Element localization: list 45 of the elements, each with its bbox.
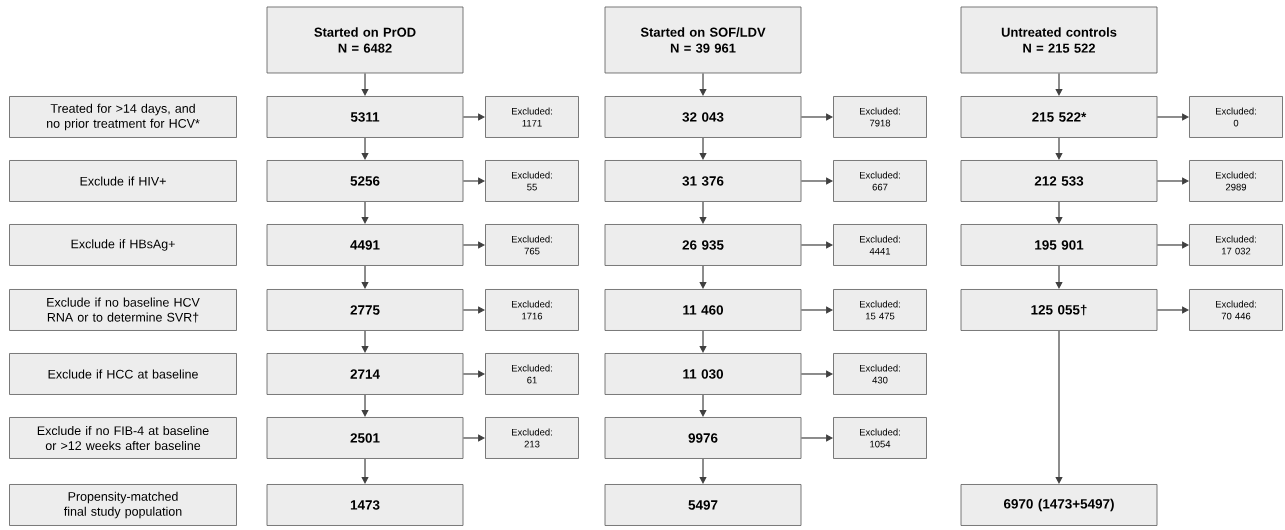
excluded-box: Excluded: 667 <box>833 160 927 202</box>
count-box: 212 533 <box>960 160 1158 202</box>
criterion-box: Exclude if HBsAg+ <box>9 224 237 266</box>
count-box: 2714 <box>266 353 464 395</box>
count-box: 125 055† <box>960 289 1158 331</box>
criterion-box: Treated for >14 days, and no prior treatment for HCV* <box>9 96 237 138</box>
count-box: 32 043 <box>604 96 802 138</box>
count-box: 2501 <box>266 417 464 459</box>
excluded-box: Excluded: 55 <box>485 160 579 202</box>
count-box: 11 460 <box>604 289 802 331</box>
count-box: 5256 <box>266 160 464 202</box>
excluded-box: Excluded: 1716 <box>485 289 579 331</box>
excluded-box: Excluded: 1171 <box>485 96 579 138</box>
excluded-box: Excluded: 17 032 <box>1189 224 1283 266</box>
excluded-box: Excluded: 1054 <box>833 417 927 459</box>
excluded-box: Excluded: 2989 <box>1189 160 1283 202</box>
excluded-box: Excluded: 765 <box>485 224 579 266</box>
criterion-box: Exclude if HIV+ <box>9 160 237 202</box>
count-box: 195 901 <box>960 224 1158 266</box>
count-box: 2775 <box>266 289 464 331</box>
count-box: 31 376 <box>604 160 802 202</box>
count-box: 6970 (1473+5497) <box>960 484 1158 526</box>
excluded-box: Excluded: 61 <box>485 353 579 395</box>
criterion-box: Propensity-matched final study population <box>9 484 237 526</box>
criterion-box: Exclude if no baseline HCV RNA or to determine SVR† <box>9 289 237 331</box>
header-box: Started on PrOD N = 6482 <box>266 6 464 74</box>
criterion-box: Exclude if HCC at baseline <box>9 353 237 395</box>
criterion-box: Exclude if no FIB-4 at baseline or >12 weeks after baseline <box>9 417 237 459</box>
count-box: 11 030 <box>604 353 802 395</box>
excluded-box: Excluded: 430 <box>833 353 927 395</box>
count-box: 26 935 <box>604 224 802 266</box>
count-box: 9976 <box>604 417 802 459</box>
count-box: 4491 <box>266 224 464 266</box>
excluded-box: Excluded: 7918 <box>833 96 927 138</box>
excluded-box: Excluded: 213 <box>485 417 579 459</box>
count-box: 215 522* <box>960 96 1158 138</box>
count-box: 1473 <box>266 484 464 526</box>
excluded-box: Excluded: 15 475 <box>833 289 927 331</box>
header-box: Untreated controls N = 215 522 <box>960 6 1158 74</box>
count-box: 5497 <box>604 484 802 526</box>
header-box: Started on SOF/LDV N = 39 961 <box>604 6 802 74</box>
excluded-box: Excluded: 0 <box>1189 96 1283 138</box>
excluded-box: Excluded: 70 446 <box>1189 289 1283 331</box>
count-box: 5311 <box>266 96 464 138</box>
excluded-box: Excluded: 4441 <box>833 224 927 266</box>
